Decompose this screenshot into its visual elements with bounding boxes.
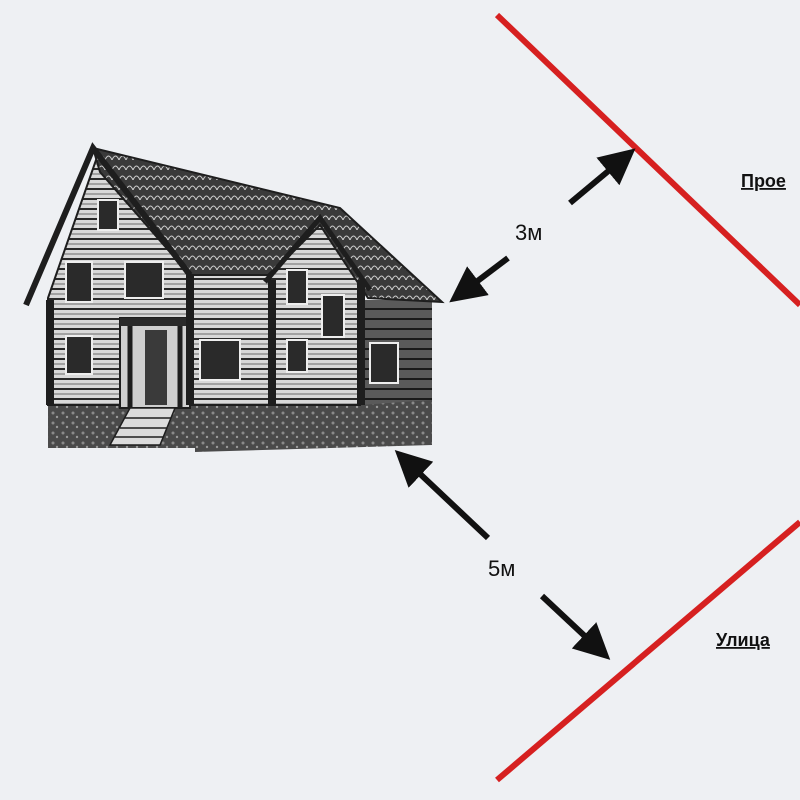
passage-arrow-upper xyxy=(568,148,636,206)
street-label: Улица xyxy=(716,630,771,650)
passage-boundary-line xyxy=(494,12,800,308)
passage-label: Прое xyxy=(741,171,786,191)
street-arrow-lower xyxy=(539,593,611,660)
street-distance-label: 5м xyxy=(488,556,515,581)
street-arrow-upper xyxy=(394,450,491,541)
passage-arrow-lower xyxy=(449,255,510,303)
house-icon xyxy=(23,142,445,452)
passage-distance-label: 3м xyxy=(515,220,542,245)
street-boundary-line xyxy=(495,519,800,783)
